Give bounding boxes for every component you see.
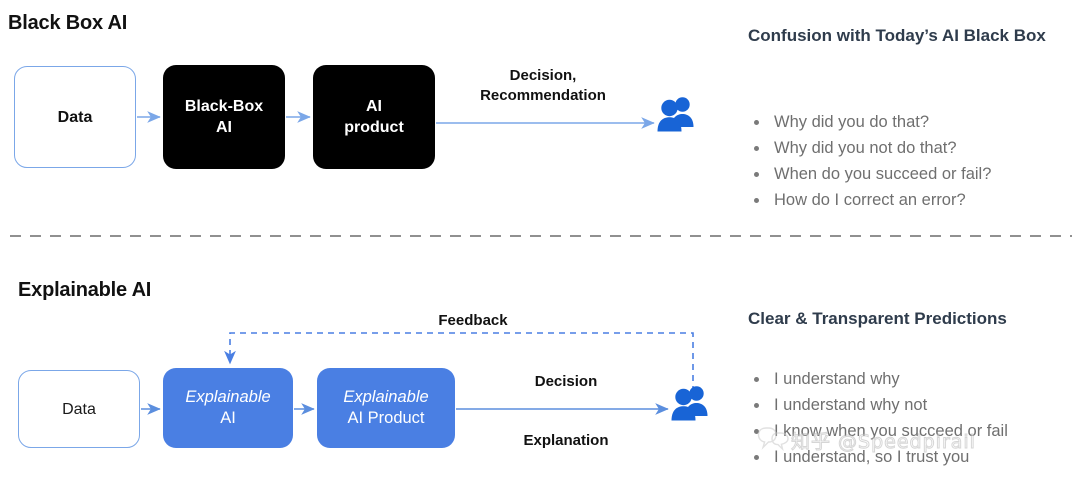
- explainable-panel-heading: Clear & Transparent Predictions: [748, 309, 1007, 328]
- explainable-ai-section-title: Explainable AI: [18, 279, 152, 301]
- flow-label-decision-recommendation: Decision, Recommendation: [458, 66, 628, 106]
- people-icon: [671, 386, 708, 421]
- node-ai-product-line1: AI: [365, 98, 382, 115]
- black-box-panel-bullets: Why did you do that? Why did you not do …: [748, 109, 1068, 213]
- people-icon: [657, 97, 694, 132]
- black-box-panel-heading: Confusion with Today’s AI Black Box: [748, 26, 1046, 45]
- node-ai-product-label: AI product: [344, 96, 404, 138]
- black-box-section-title: Black Box AI: [8, 12, 128, 34]
- list-item: Why did you do that?: [748, 109, 1068, 135]
- list-item: I understand why: [748, 366, 1068, 392]
- list-item: I understand why not: [748, 392, 1068, 418]
- flow-label-decision-recommendation-line2: Recommendation: [480, 87, 606, 104]
- node-explainable-ai-product-line2: AI Product: [347, 409, 425, 427]
- flow-label-feedback: Feedback: [438, 312, 508, 329]
- flow-label-decision-recommendation-line1: Decision,: [509, 67, 577, 84]
- node-explainable-ai-product-label: Explainable AI Product: [343, 387, 428, 429]
- watermark-text: 知乎 @Speedpirail: [791, 431, 976, 454]
- flow-label-explanation: Explanation: [523, 432, 609, 449]
- list-item: How do I correct an error?: [748, 187, 1068, 213]
- node-black-box-ai: Black-Box AI: [163, 65, 285, 169]
- node-explainable-ai: Explainable AI: [163, 368, 293, 448]
- list-item: I know when you succeed or fail: [748, 418, 1068, 444]
- speech-bubble-icon: [757, 427, 789, 452]
- node-explainable-ai-label: Explainable AI: [185, 387, 270, 429]
- list-item: I understand, so I trust you: [748, 444, 1068, 470]
- node-data-explainable-label: Data: [62, 400, 96, 418]
- node-black-box-ai-line1: Black-Box: [184, 98, 264, 115]
- watermark: 知乎 @Speedpirail: [757, 424, 1027, 458]
- node-data-explainable: Data: [18, 370, 140, 448]
- node-explainable-ai-line2: AI: [220, 409, 236, 427]
- node-explainable-ai-line1: Explainable: [185, 388, 271, 406]
- list-item: Why did you not do that?: [748, 135, 1068, 161]
- node-explainable-ai-product: Explainable AI Product: [317, 368, 455, 448]
- flow-label-decision: Decision: [534, 373, 598, 390]
- explainable-panel-bullets: I understand why I understand why not I …: [748, 366, 1068, 470]
- node-black-box-ai-line2: AI: [216, 119, 232, 136]
- node-data-blackbox-label: Data: [57, 108, 93, 126]
- node-explainable-ai-product-line1: Explainable: [343, 388, 429, 406]
- list-item: When do you succeed or fail?: [748, 161, 1068, 187]
- node-ai-product-line2: product: [344, 119, 404, 136]
- node-data-blackbox: Data: [14, 66, 136, 168]
- node-ai-product: AI product: [313, 65, 435, 169]
- node-black-box-ai-label: Black-Box AI: [185, 96, 263, 138]
